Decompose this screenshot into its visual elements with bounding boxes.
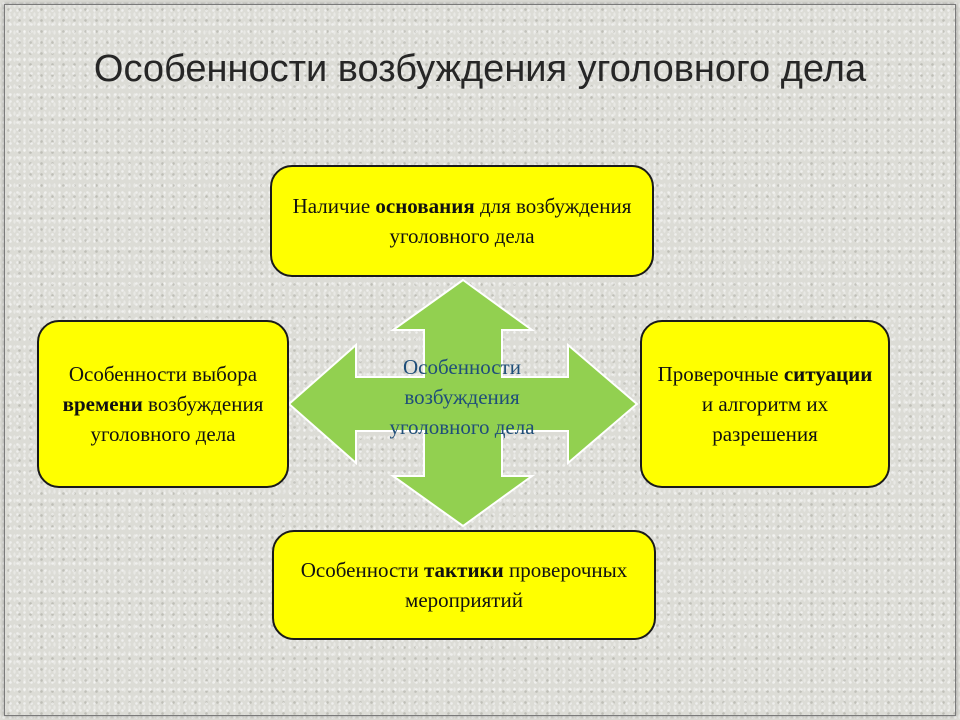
basis-text-bold: основания [375, 194, 475, 218]
time-text-pre: Особенности выбора [68, 362, 258, 386]
tactics-text-post: проверочных мероприятий [405, 558, 628, 612]
slide-title: Особенности возбуждения уголовного дела [93, 48, 867, 90]
tactics-text-bold: тактики [423, 558, 504, 582]
time-text-bold: времени [62, 392, 143, 416]
situations-text: Проверочные ситуации и алгоритм их разре… [652, 359, 878, 449]
situations-text-pre: Проверочные [657, 362, 784, 386]
basis-box: Наличие основания для возбуждения уголов… [270, 165, 654, 277]
basis-text-post: для возбуждения уголовного дела [389, 194, 632, 248]
time-text: Особенности выбора времени возбуждения у… [49, 359, 277, 449]
tactics-box: Особенности тактики проверочных мероприя… [272, 530, 656, 640]
tactics-text: Особенности тактики проверочных мероприя… [284, 555, 644, 615]
center-label: Особенности возбуждения уголовного дела [389, 355, 535, 439]
basis-text-pre: Наличие [292, 194, 376, 218]
time-box: Особенности выбора времени возбуждения у… [37, 320, 289, 488]
basis-text: Наличие основания для возбуждения уголов… [282, 191, 642, 251]
situations-text-bold: ситуации [783, 362, 873, 386]
four-way-arrow-shape [287, 278, 639, 528]
time-text-post: возбуждения уголовного дела [90, 392, 264, 446]
situations-box: Проверочные ситуации и алгоритм их разре… [640, 320, 890, 488]
situations-text-post: и алгоритм их разрешения [701, 392, 829, 446]
tactics-text-pre: Особенности [300, 558, 424, 582]
